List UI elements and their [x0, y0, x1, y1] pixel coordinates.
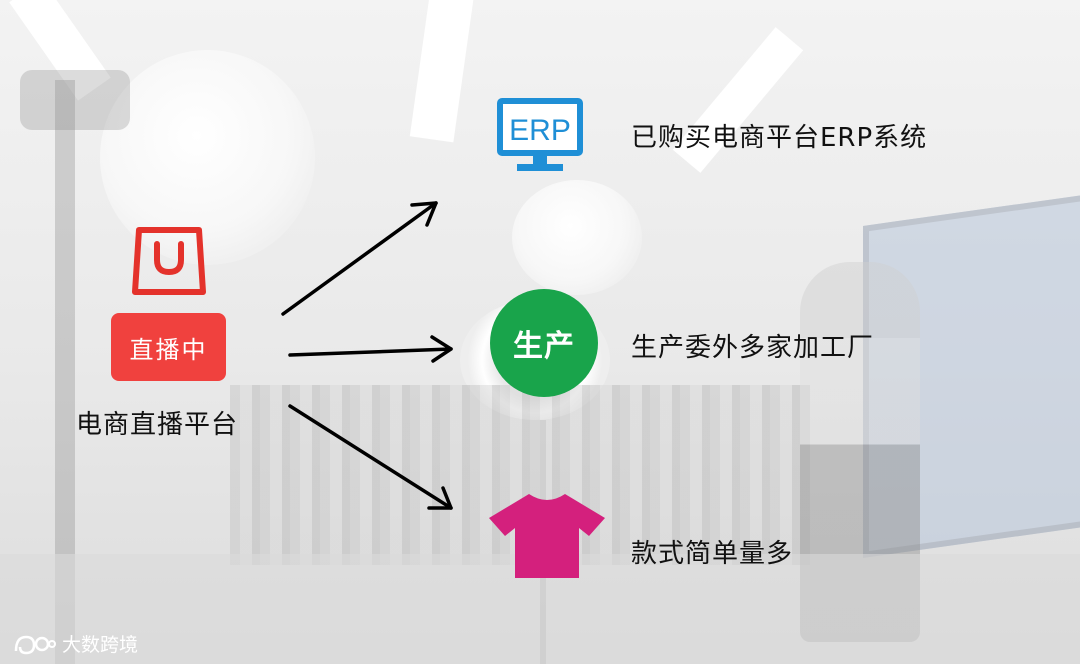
t-shirt-icon: [489, 494, 605, 578]
softbox-lamp: [512, 180, 642, 295]
platform-label: 电商直播平台: [76, 410, 239, 440]
softbox-lamp: [100, 50, 315, 265]
shopping-bag-icon: [132, 227, 206, 295]
camera: [20, 70, 130, 130]
item-style-text: 款式简单量多: [631, 539, 794, 569]
erp-monitor-icon: ERP: [497, 98, 583, 171]
arrow-to-production: [288, 347, 453, 357]
arrowhead-style: [427, 486, 453, 510]
watermark-text: 大数跨境: [62, 634, 139, 656]
light-stand: [55, 80, 75, 664]
arrow-to-erp: [281, 201, 438, 316]
logo-icon: [14, 635, 56, 654]
item-production-text: 生产委外多家加工厂: [631, 333, 875, 363]
erp-icon-text: ERP: [509, 114, 571, 147]
arrowhead-production: [430, 335, 453, 363]
arrowhead-erp: [410, 201, 438, 227]
arrow-to-style: [288, 404, 453, 510]
watermark: 大数跨境: [12, 630, 138, 657]
live-badge: 直播中: [111, 313, 226, 381]
production-circle-icon: 生产: [490, 289, 598, 397]
item-erp-text: 已购买电商平台ERP系统: [631, 123, 928, 153]
